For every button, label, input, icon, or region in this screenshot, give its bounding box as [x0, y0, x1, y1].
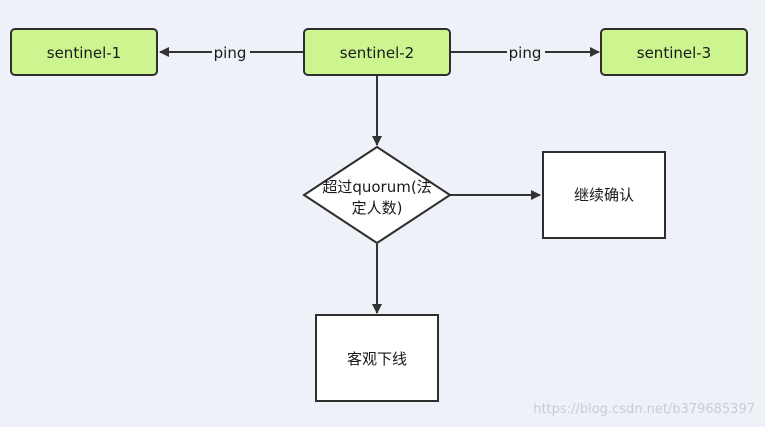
edge-label-bg-left [212, 42, 250, 64]
node-sentinel-2-label: sentinel-2 [340, 44, 414, 62]
node-sentinel-1-label: sentinel-1 [47, 44, 121, 62]
node-continue-confirm-label: 继续确认 [574, 186, 634, 204]
edge-label-bg-right [507, 42, 545, 64]
node-sentinel-1: sentinel-1 [10, 28, 158, 76]
node-sentinel-3: sentinel-3 [600, 28, 748, 76]
decision-label-line-2: 定人数) [352, 199, 403, 217]
node-decision-quorum: 超过quorum(法 定人数) [302, 145, 452, 245]
node-sentinel-3-label: sentinel-3 [637, 44, 711, 62]
edges: ping ping [159, 42, 600, 314]
node-objective-down: 客观下线 [315, 314, 439, 402]
edge-label-ping-right: ping [509, 44, 542, 62]
node-continue-confirm: 继续确认 [542, 151, 666, 239]
edge-label-ping-left: ping [214, 44, 247, 62]
watermark-text: https://blog.csdn.net/b379685397 [533, 402, 755, 417]
node-sentinel-2: sentinel-2 [303, 28, 451, 76]
node-objective-down-label: 客观下线 [347, 350, 407, 368]
decision-label-line-1: 超过quorum(法 [322, 178, 431, 196]
